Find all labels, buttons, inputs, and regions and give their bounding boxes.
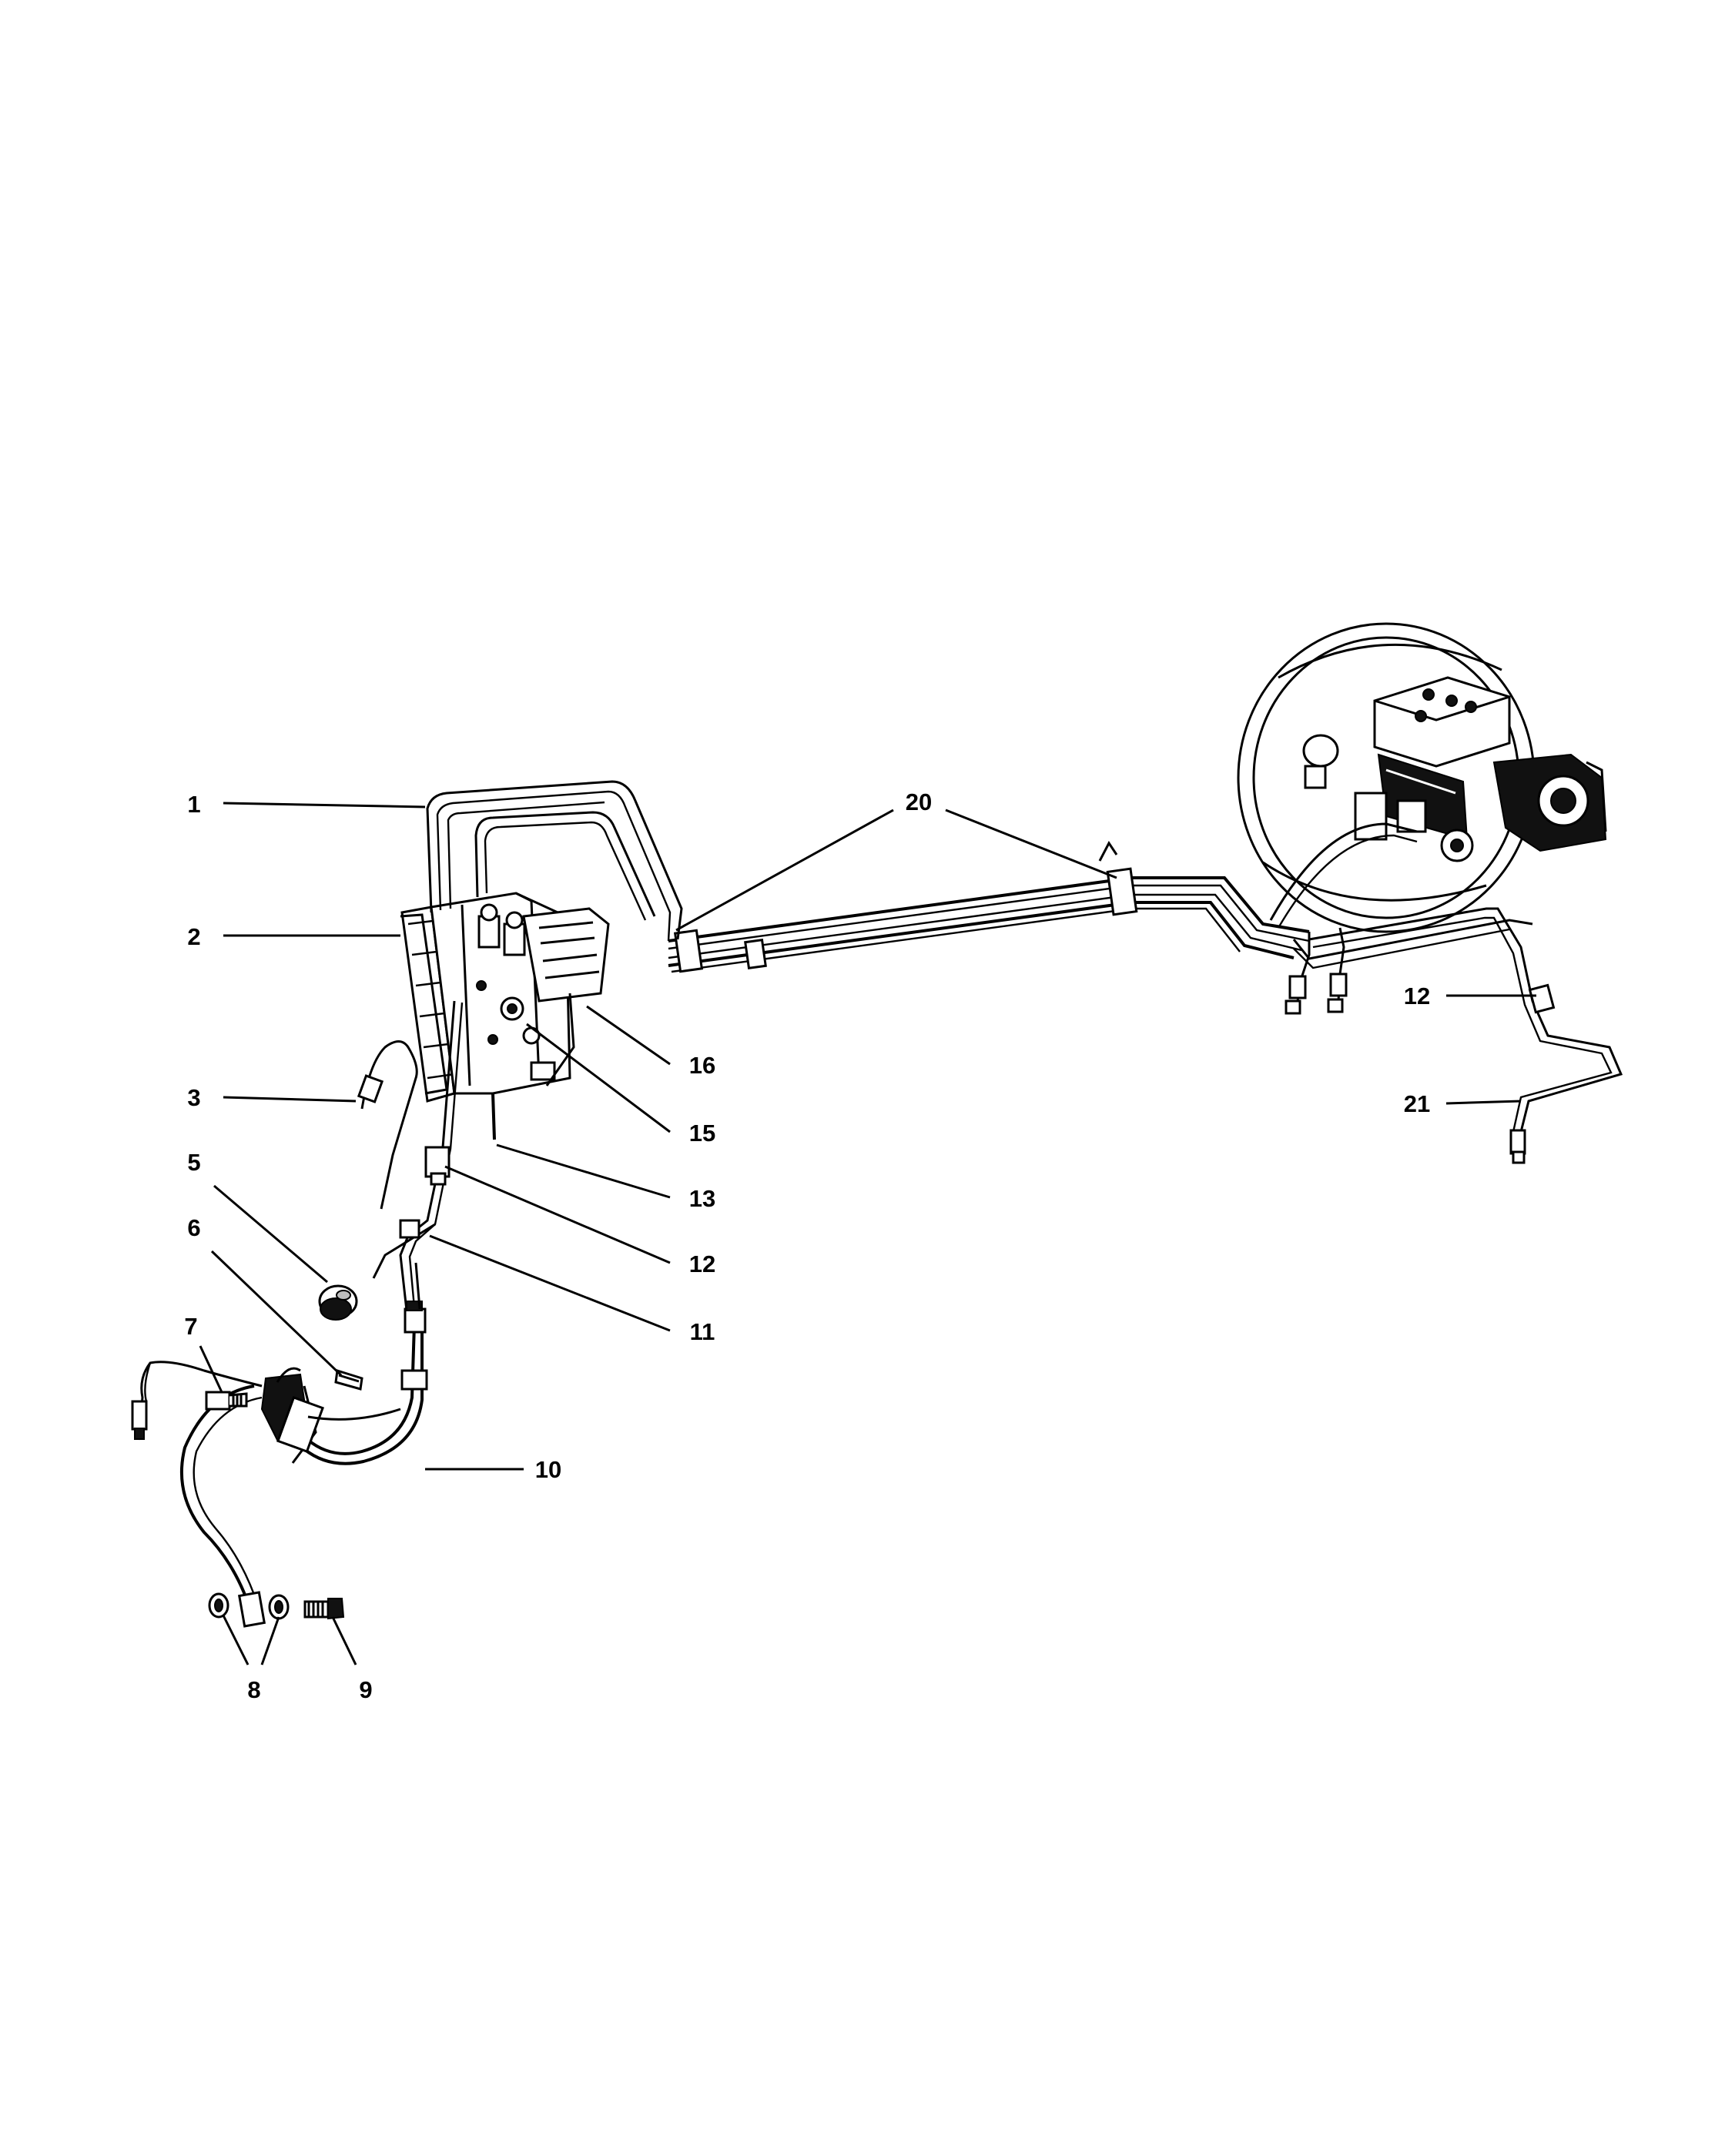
callout-15: 15 xyxy=(689,1120,715,1147)
part-7-bolt xyxy=(205,1391,248,1411)
lines-from-abs-to-wheel xyxy=(131,1000,464,1628)
callout-numbers: 1 2 3 5 6 7 8 9 10 11 12 12 13 15 16 20 … xyxy=(184,788,1430,1703)
callout-6: 6 xyxy=(187,1214,200,1241)
rear-brake-line-21 xyxy=(1308,907,1623,1164)
callout-11: 11 xyxy=(690,1318,715,1345)
leader-7 xyxy=(199,1345,223,1393)
callout-2: 2 xyxy=(187,923,200,950)
callout-7: 7 xyxy=(184,1313,197,1340)
leader-21 xyxy=(1445,1100,1522,1105)
leader-lines xyxy=(199,802,1536,1666)
part-5-grommet xyxy=(318,1284,358,1321)
callout-12: 12 xyxy=(689,1250,715,1277)
leader-13 xyxy=(496,1143,671,1199)
leader-8b xyxy=(260,1616,280,1666)
brake-line-bundle xyxy=(668,841,1310,973)
leader-8a xyxy=(222,1615,250,1666)
leader-6 xyxy=(210,1250,343,1377)
leader-15 xyxy=(526,1023,671,1133)
leader-1 xyxy=(223,802,426,808)
leader-9 xyxy=(331,1616,357,1666)
leader-20b xyxy=(945,808,1117,879)
callout-1: 1 xyxy=(187,791,200,818)
callout-12-rear: 12 xyxy=(1404,983,1430,1009)
callout-16: 16 xyxy=(689,1052,715,1079)
part-8-washers xyxy=(208,1592,290,1620)
leader-16 xyxy=(586,1005,671,1066)
part-9-banjo-bolt xyxy=(303,1598,345,1620)
callout-8: 8 xyxy=(247,1676,260,1703)
abs-hydraulic-control-unit xyxy=(400,892,610,1140)
callout-21: 21 xyxy=(1404,1090,1430,1117)
leader-20a xyxy=(675,808,894,932)
callout-13: 13 xyxy=(689,1185,715,1212)
master-cylinder xyxy=(1354,676,1607,862)
leader-11 xyxy=(429,1234,671,1332)
part-6-clip xyxy=(334,1369,363,1391)
callout-20: 20 xyxy=(906,788,932,815)
brake-lines-to-booster xyxy=(1269,822,1533,1015)
leader-5 xyxy=(213,1184,328,1284)
callout-9: 9 xyxy=(359,1676,372,1703)
callout-3: 3 xyxy=(187,1084,200,1111)
brake-line-1 xyxy=(426,780,683,942)
leader-12a xyxy=(444,1165,671,1264)
callout-5: 5 xyxy=(187,1149,200,1176)
leader-3 xyxy=(223,1096,357,1103)
callout-10: 10 xyxy=(535,1456,561,1483)
